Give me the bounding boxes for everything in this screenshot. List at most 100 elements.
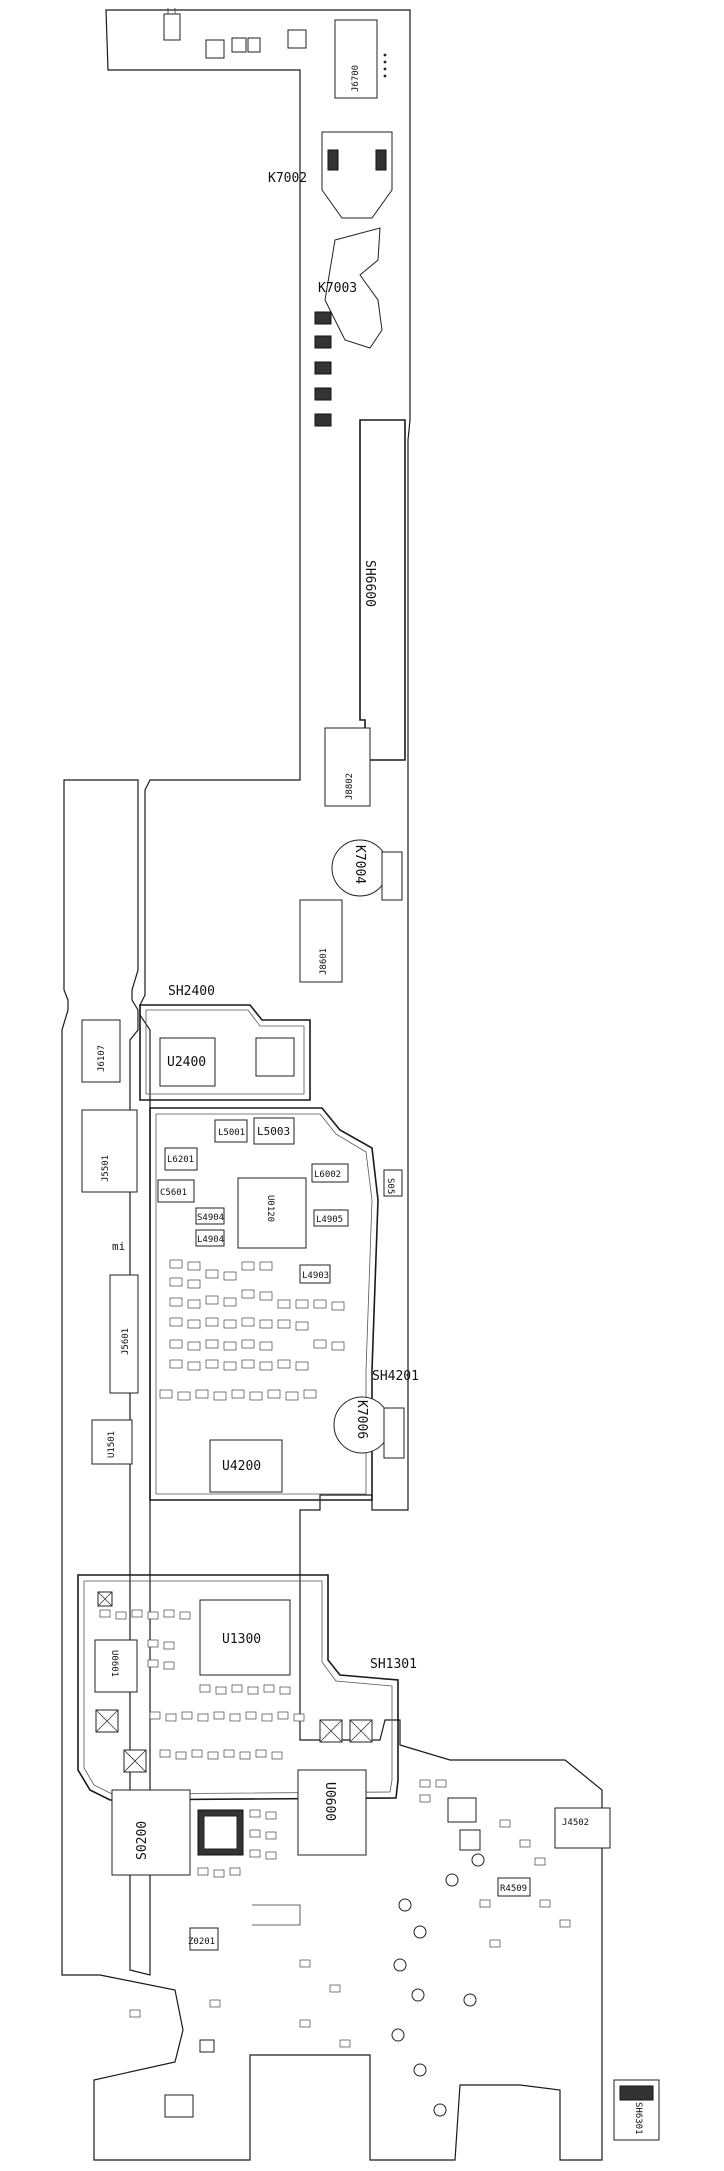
smd-part	[314, 413, 332, 427]
label-sh6600: SH6600	[362, 560, 377, 607]
smd-part	[314, 335, 332, 349]
label-l4903: L4903	[302, 1271, 329, 1281]
k7002-contact	[375, 149, 387, 171]
passive-field-c	[129, 1779, 571, 2048]
k7002-contact	[327, 149, 339, 171]
smd-part	[314, 361, 332, 375]
shield-sh1301	[77, 1574, 399, 1801]
pin-dot	[383, 60, 387, 64]
smd-part	[314, 387, 332, 401]
inductor-l6201	[164, 1147, 198, 1171]
lower-part	[199, 2039, 215, 2053]
inductor-l4904	[195, 1229, 225, 1247]
shield-sh1301-inner	[83, 1580, 393, 1795]
label-sh2400: SH2400	[168, 984, 215, 999]
chip-u-lower	[447, 1797, 477, 1823]
switch-s05	[383, 1169, 403, 1197]
lower-notch	[252, 1904, 301, 1926]
label-j8601: J8601	[319, 948, 329, 975]
connector-j6107	[81, 1019, 121, 1083]
shield-sh4201	[149, 1107, 379, 1501]
top-chip-2	[231, 37, 247, 53]
label-k7004: K7004	[352, 845, 367, 884]
label-u2400: U2400	[167, 1055, 206, 1070]
label-l4905: L4905	[316, 1215, 343, 1225]
label-l4904: L4904	[197, 1235, 224, 1245]
inductor-l5003	[253, 1117, 295, 1145]
logo-mi: mi	[112, 1240, 125, 1253]
label-j5501: J5501	[101, 1155, 111, 1182]
label-k7006: K7006	[354, 1400, 369, 1439]
label-k7003: K7003	[318, 281, 357, 296]
label-sh4201: SH4201	[372, 1369, 419, 1384]
label-u1300: U1300	[222, 1632, 261, 1647]
inductor-l5001	[214, 1119, 248, 1143]
label-sh1301: SH1301	[370, 1657, 417, 1672]
passive-field-b	[99, 1609, 305, 1878]
label-l5003: L5003	[257, 1125, 290, 1138]
pin-dot	[383, 74, 387, 78]
shield-sh6301-inner	[619, 2085, 654, 2101]
chip-u0601	[94, 1639, 138, 1693]
k7004-bracket	[381, 851, 403, 901]
label-l6002: L6002	[314, 1170, 341, 1180]
connector-j5501	[81, 1109, 138, 1193]
chip-u0600	[297, 1769, 367, 1856]
label-s05: S05	[385, 1178, 395, 1194]
shield-sh4201-inner	[155, 1113, 373, 1495]
shield-sh2400	[139, 1004, 311, 1101]
top-chip-3	[247, 37, 261, 53]
label-u0601: U0601	[109, 1650, 119, 1677]
chip-u1300	[199, 1599, 291, 1676]
label-j8802: J8802	[345, 773, 355, 800]
keypad-k7003	[324, 227, 383, 349]
top-switch	[163, 13, 181, 41]
pin-dot	[383, 67, 387, 71]
chip-u0120	[237, 1177, 307, 1249]
k7006-bracket	[383, 1407, 405, 1459]
chip-z0201	[189, 1927, 219, 1951]
x-parts	[95, 1591, 373, 1773]
resistor-r4509	[497, 1877, 531, 1897]
pin-dot	[383, 53, 387, 57]
x-part-lower-box	[459, 1829, 481, 1851]
label-l6201: L6201	[167, 1155, 194, 1165]
label-j6700: J6700	[351, 65, 361, 92]
label-r4509: R4509	[500, 1884, 527, 1894]
label-u0120: U0120	[265, 1195, 275, 1222]
label-j5601: J5601	[121, 1328, 131, 1355]
connector-j8802	[324, 727, 371, 807]
board-outline	[61, 9, 603, 2161]
switch-s4904	[195, 1207, 225, 1225]
label-j6107: J6107	[97, 1045, 107, 1072]
label-k7002: K7002	[268, 171, 307, 186]
inductor-l6002	[311, 1163, 349, 1183]
shield-sh2400-inner	[145, 1009, 305, 1095]
passive-field-a	[159, 1259, 345, 1401]
chip-s0200	[111, 1789, 191, 1876]
label-c5601: C5601	[160, 1188, 187, 1198]
connector-j8601	[299, 899, 343, 983]
inductor-l4905	[313, 1209, 349, 1227]
connector-j5601	[109, 1274, 139, 1394]
chip-u1501	[91, 1419, 133, 1465]
capacitor-c5601	[157, 1179, 195, 1203]
connector-j4502	[554, 1807, 611, 1849]
chip-u2400	[159, 1037, 216, 1087]
chip-u2400-sub	[255, 1037, 295, 1077]
mount-holes	[391, 1853, 485, 2117]
lower-part	[164, 2094, 194, 2118]
chip-center-module-face	[203, 1815, 238, 1850]
label-l5001: L5001	[218, 1128, 245, 1138]
chip-u4200	[209, 1439, 283, 1493]
label-sh6301: SH6301	[633, 2102, 643, 2135]
top-chip-1	[205, 39, 225, 59]
label-j4502: J4502	[562, 1818, 589, 1828]
label-s0200: S0200	[135, 1821, 150, 1860]
connector-j6700	[334, 19, 378, 99]
top-chip-4	[287, 29, 307, 49]
keypad-k7002	[321, 131, 393, 219]
label-z0201: Z0201	[188, 1937, 215, 1947]
smd-part	[314, 311, 332, 325]
